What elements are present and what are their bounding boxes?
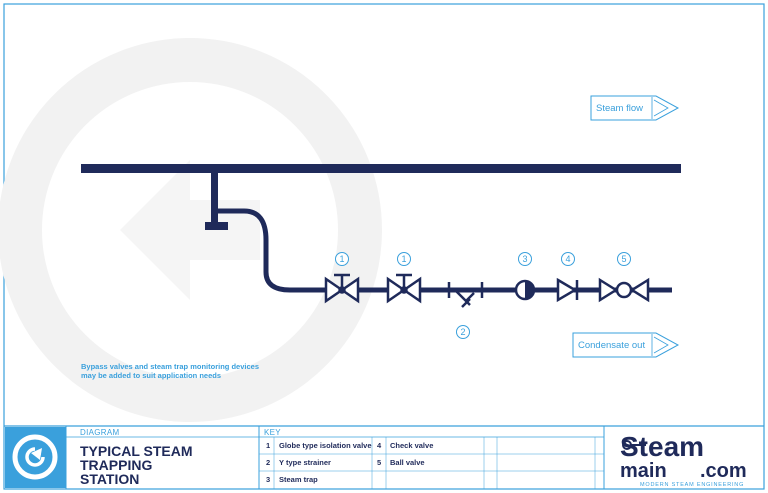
title-line-3: STATION [80,471,139,487]
brand-tagline: MODERN STEAM ENGINEERING [640,482,744,488]
steam-flow-label: Steam flow [596,103,643,114]
globe-valve-2 [386,273,422,304]
note-line-2: may be added to suit application needs [81,371,221,380]
brand-name-top: Steam [620,431,704,462]
watermark-icon [0,38,382,422]
key-num-3: 3 [266,475,270,484]
brand-suffix: .com [700,460,747,482]
check-valve [556,277,579,303]
title-line-2: TRAPPING [80,457,152,473]
condensate-line [218,208,672,293]
svg-text:1: 1 [401,254,406,264]
key-text-1: Globe type isolation valve [279,441,372,450]
svg-text:1: 1 [339,254,344,264]
callout-1a: 1 [335,252,349,266]
key-num-4: 4 [377,441,382,450]
drip-pocket-cap [205,222,228,230]
key-text-5: Ball valve [390,458,425,467]
callout-5: 5 [617,252,631,266]
note-line-1: Bypass valves and steam trap monitoring … [81,362,259,371]
globe-valve-1 [324,273,360,304]
y-strainer [447,282,484,308]
brand-logo: Steam main .com MODERN STEAM ENGINEERING [620,431,747,488]
key-num-5: 5 [377,458,381,467]
svg-text:4: 4 [565,254,570,264]
key-text-4: Check valve [390,441,433,450]
svg-text:5: 5 [621,254,626,264]
svg-text:2: 2 [460,327,465,337]
key-num-1: 1 [266,441,270,450]
title-line-1: TYPICAL STEAM [80,443,193,459]
key-text-2: Y type strainer [279,458,331,467]
key-num-2: 2 [266,458,270,467]
callout-3: 3 [518,252,532,266]
steam-flow-arrow: Steam flow [590,95,680,121]
key-label: KEY [264,428,281,437]
drop-leg [211,173,218,225]
steam-main-pipe [81,164,681,173]
condensate-out-label: Condensate out [578,340,645,351]
steam-trap [514,279,536,301]
footer-logo-icon [5,427,66,488]
key-text-3: Steam trap [279,475,318,484]
condensate-out-arrow: Condensate out [572,332,680,358]
callout-4: 4 [561,252,575,266]
brand-name-bottom: main [620,460,667,482]
callout-2: 2 [456,325,470,339]
callout-1b: 1 [397,252,411,266]
diagram-label: DIAGRAM [80,428,119,437]
ball-valve [598,277,650,303]
svg-text:3: 3 [522,254,527,264]
